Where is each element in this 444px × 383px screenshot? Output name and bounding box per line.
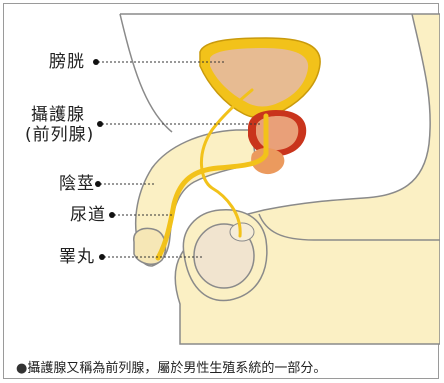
label-testis: 睪丸 <box>59 247 95 267</box>
dot-prostate <box>97 121 103 127</box>
leader-dots <box>93 59 115 260</box>
diagram-frame: 膀胱 攝護腺 (前列腺) 陰莖 尿道 睪丸 ●攝護腺又稱為前列腺，屬於男性生殖系… <box>3 3 439 379</box>
caption-bullet: ● <box>16 361 27 376</box>
label-penis: 陰莖 <box>59 174 95 194</box>
label-bladder: 膀胱 <box>49 52 85 72</box>
label-urethra: 尿道 <box>70 205 106 225</box>
back-line <box>120 14 172 132</box>
dot-testis <box>99 254 105 260</box>
label-prostate: 攝護腺 <box>31 105 85 125</box>
epididymis <box>230 223 254 241</box>
caption: ●攝護腺又稱為前列腺，屬於男性生殖系統的一部分。 <box>16 357 326 376</box>
dot-penis <box>95 181 101 187</box>
caption-text: 攝護腺又稱為前列腺，屬於男性生殖系統的一部分。 <box>27 361 326 376</box>
label-prostate-alt: (前列腺) <box>25 125 94 145</box>
dot-bladder <box>93 59 99 65</box>
dot-urethra <box>109 212 115 218</box>
